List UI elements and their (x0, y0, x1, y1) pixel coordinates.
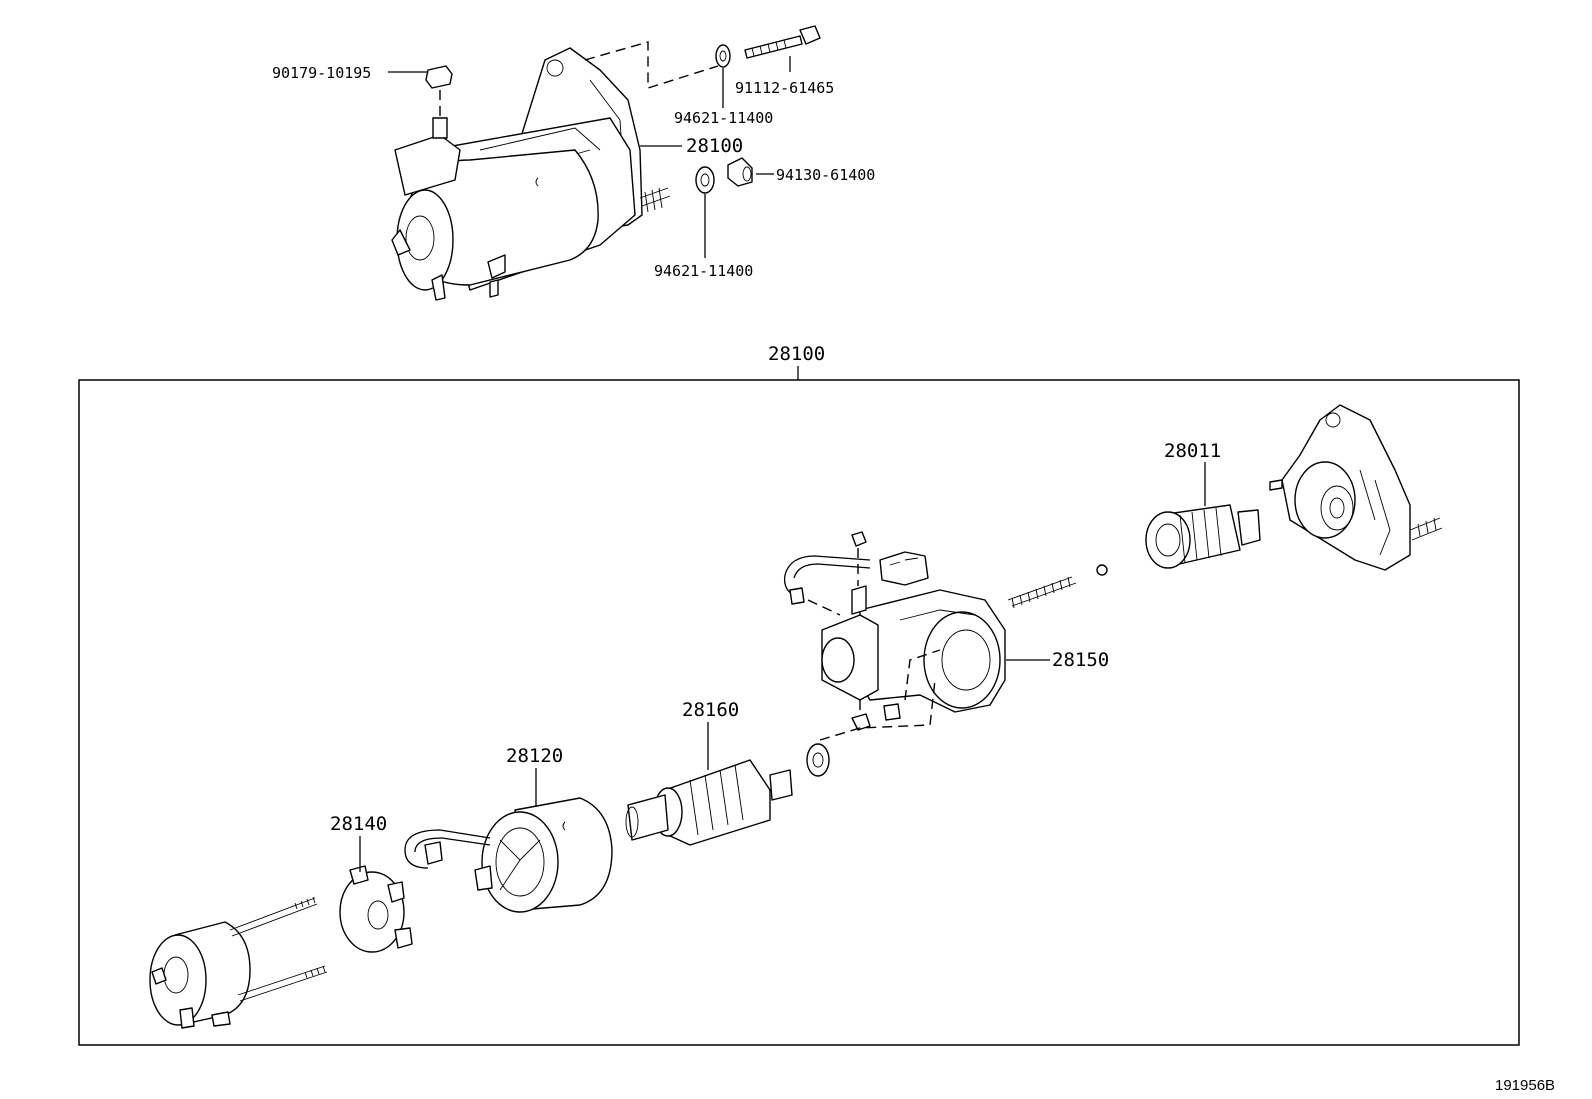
armature-drawing (625, 759, 793, 846)
nut-lower-part (727, 157, 753, 187)
figure-id: 191956B (1495, 1077, 1555, 1094)
washer-lower-part (695, 166, 715, 194)
label-washer-lower: 94621-11400 (654, 262, 753, 280)
steel-ball (1096, 564, 1108, 576)
bolt-alignment-dash (584, 41, 719, 89)
label-washer-upper: 94621-11400 (674, 109, 773, 127)
yoke-drawing (404, 797, 613, 913)
label-assembly-box: 28100 (768, 343, 825, 365)
label-starter-assy: 28100 (686, 135, 743, 157)
label-yoke: 28120 (506, 745, 563, 767)
starter-assembly-drawing (391, 47, 671, 301)
label-armature: 28160 (682, 699, 739, 721)
clutch-drawing (1145, 504, 1261, 569)
label-nut-lower: 94130-61400 (776, 166, 875, 184)
washer-upper-part (715, 44, 731, 68)
label-housing: 28150 (1052, 649, 1109, 671)
label-brush-holder: 28140 (330, 813, 387, 835)
spring-drawing (1007, 576, 1077, 609)
nut-part (425, 65, 453, 89)
label-nut: 90179-10195 (272, 64, 371, 82)
bolt-part (744, 25, 821, 59)
exploded-view-frame (78, 379, 1520, 1046)
drive-housing-drawing (1269, 404, 1443, 571)
switch-housing-drawing (783, 531, 1006, 741)
end-frame-drawing (149, 896, 328, 1029)
brush-holder-drawing (339, 865, 413, 953)
label-bolt: 91112-61465 (735, 79, 834, 97)
washer-drawing (806, 743, 830, 777)
label-clutch: 28011 (1164, 440, 1221, 462)
